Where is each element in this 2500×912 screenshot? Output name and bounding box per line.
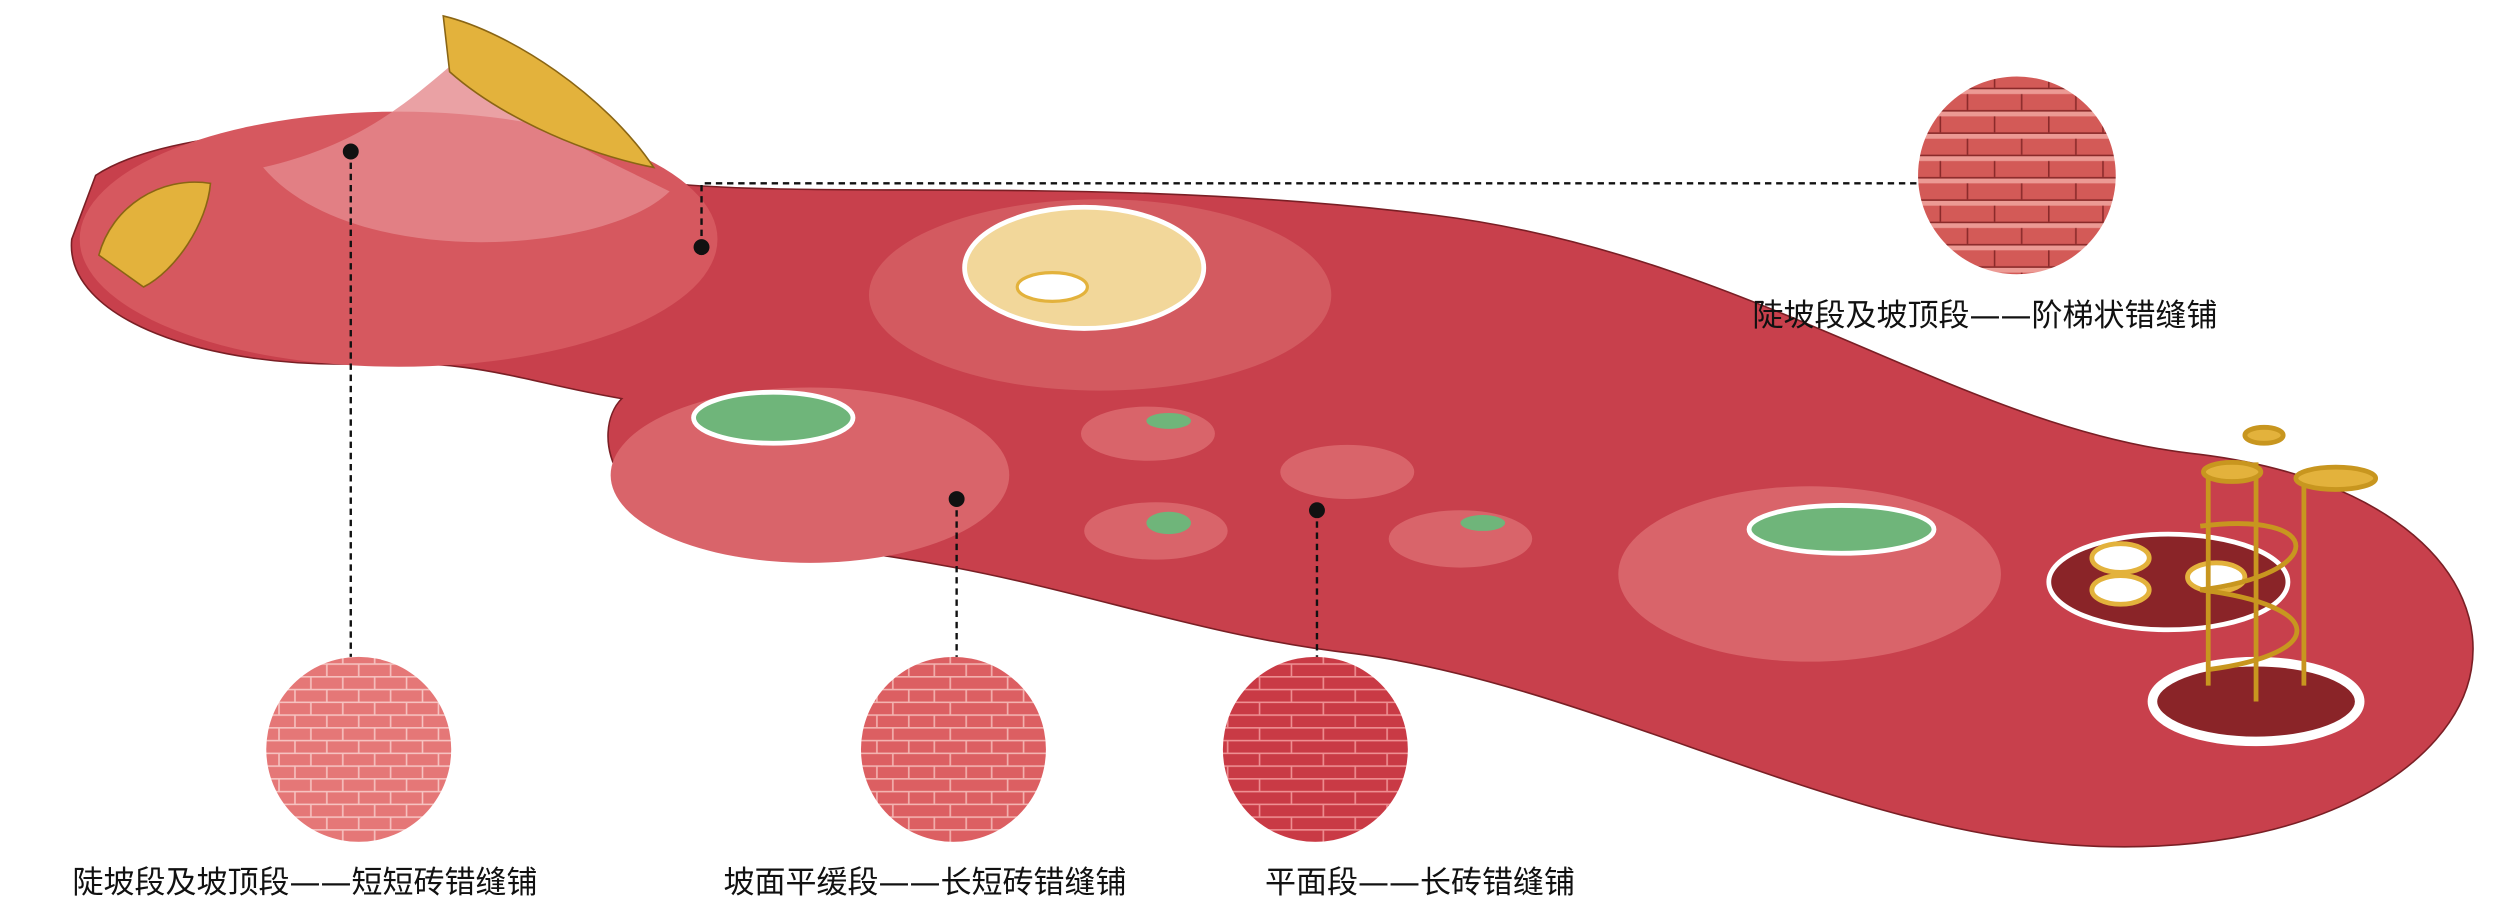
mound bbox=[1080, 406, 1215, 461]
leader-dots bbox=[342, 143, 1325, 519]
play-pad bbox=[2046, 531, 2291, 633]
ground-surface bbox=[70, 127, 2474, 848]
net-funnel bbox=[962, 204, 1207, 331]
leader-lines bbox=[349, 151, 1919, 657]
funnel-hole bbox=[1015, 271, 1089, 303]
label-short-short-paving: 陡坡段及坡顶段——短短砖错缝铺 bbox=[72, 865, 538, 901]
swatch-stepped bbox=[1918, 76, 2116, 275]
swatch-short-short bbox=[266, 656, 452, 842]
slide-funnel-small bbox=[97, 181, 212, 288]
play-ring bbox=[2089, 541, 2152, 575]
label-stepped-paving: 陡坡段及坡顶段——阶梯状错缝铺 bbox=[1752, 298, 2218, 334]
label-long-paving: 平面段——长砖错缝铺 bbox=[1265, 865, 1575, 901]
slide-funnel-large bbox=[442, 14, 656, 169]
mound bbox=[1388, 510, 1533, 568]
green-top bbox=[1146, 412, 1192, 429]
green-top bbox=[1146, 511, 1192, 535]
play-ring bbox=[2089, 573, 2152, 607]
green-top bbox=[691, 389, 856, 446]
swatch-long bbox=[1222, 656, 1408, 842]
green-top bbox=[1460, 514, 1506, 531]
hill-cone bbox=[263, 55, 670, 243]
label-long-short-paving: 坡面平缓段——长短砖错缝铺 bbox=[723, 865, 1127, 901]
swatch-long-short bbox=[860, 656, 1046, 842]
green-top bbox=[1746, 503, 1937, 556]
spinner-tower bbox=[2199, 424, 2379, 702]
mound bbox=[1280, 444, 1415, 500]
